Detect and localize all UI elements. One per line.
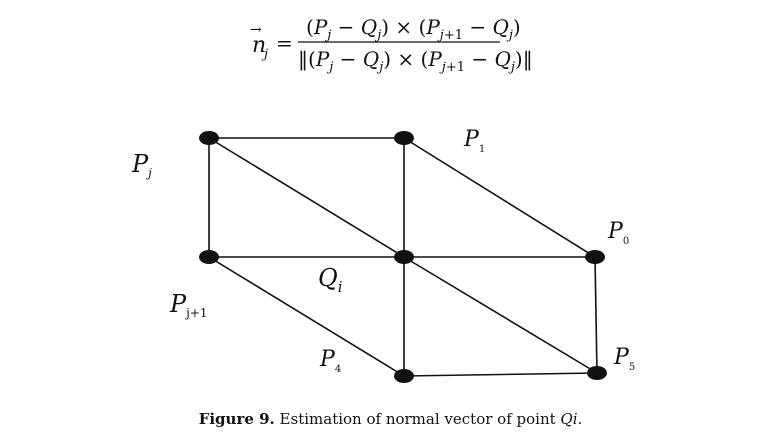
vertex-qi xyxy=(394,250,414,264)
caption-end: . xyxy=(577,410,583,428)
mesh-vertices xyxy=(199,131,607,383)
label-p4: P4 xyxy=(319,347,341,375)
vertex-pj xyxy=(199,131,219,145)
edge-pj1-p4 xyxy=(208,256,405,377)
edge-pj-qi xyxy=(208,137,405,258)
label-pj: Pj xyxy=(131,150,152,180)
edge-p1-p0 xyxy=(403,137,596,258)
vertex-pj1 xyxy=(199,250,219,264)
normal-vector-equation: → n j = (Pj − Qj) × (Pj+1 − Qj) ‖(Pj − Q… xyxy=(250,15,533,75)
equation-equals: = xyxy=(276,31,293,55)
vertex-p0 xyxy=(585,250,605,264)
edge-p4-p5 xyxy=(403,372,598,377)
label-pj1: Pj+1 xyxy=(169,290,208,320)
equation-denominator: ‖(Pj − Qj) × (Pj+1 − Qj)‖ xyxy=(298,47,533,75)
label-p1: P1 xyxy=(463,127,485,155)
vertex-p4 xyxy=(394,369,414,383)
label-qi: Qi xyxy=(318,264,343,296)
caption-point: Qi xyxy=(560,410,578,428)
mesh-edges xyxy=(208,137,598,377)
label-p0: P0 xyxy=(607,219,629,247)
equation-lhs-symbol: n xyxy=(252,33,266,58)
caption-text: Estimation of normal vector of point xyxy=(274,410,561,428)
label-p5: P5 xyxy=(613,345,635,373)
vertex-p1 xyxy=(394,131,414,145)
edge-qi-p5 xyxy=(403,256,598,374)
vertex-p5 xyxy=(587,366,607,380)
equation-lhs-subscript: j xyxy=(261,47,268,62)
equation-arrow: → xyxy=(250,22,262,38)
figure-label: Figure 9. xyxy=(198,410,275,428)
figure-caption: Figure 9. Estimation of normal vector of… xyxy=(0,410,781,428)
edge-p0-p5 xyxy=(594,256,598,374)
equation-numerator: (Pj − Qj) × (Pj+1 − Qj) xyxy=(306,15,521,43)
